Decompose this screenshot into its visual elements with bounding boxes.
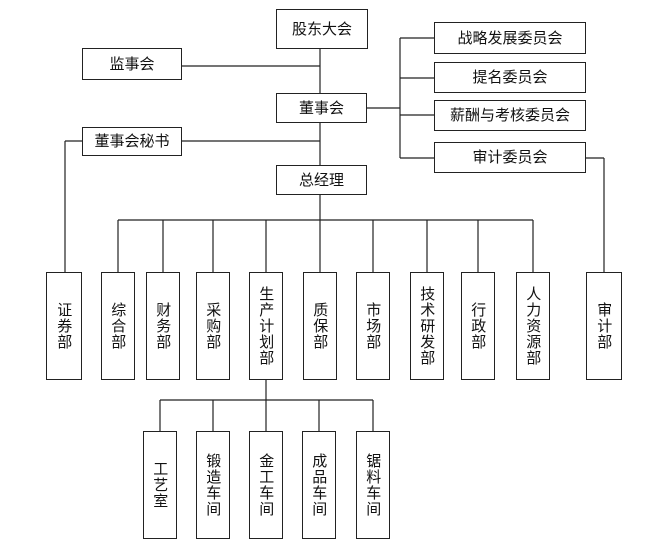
dept-market-label: 市场部 [364, 302, 383, 350]
shareholders-label: 股东大会 [291, 19, 352, 38]
dept-purchasing-label: 采购部 [204, 302, 223, 350]
nomination-committee-label: 提名委员会 [472, 68, 548, 86]
audit-committee-box: 审计委员会 [434, 142, 586, 173]
dept-quality-box: 质保部 [303, 272, 337, 380]
dept-admin-box: 行政部 [461, 272, 495, 380]
compensation-committee-label: 薪酬与考核委员会 [449, 106, 570, 124]
strategy-committee-label: 战略发展委员会 [457, 28, 563, 47]
dept-purchasing-box: 采购部 [196, 272, 230, 380]
board-label: 董事会 [298, 98, 344, 117]
dept-tech-box: 技术研发部 [410, 272, 444, 380]
dept-general-box: 综合部 [101, 272, 135, 380]
dept-general-label: 综合部 [109, 302, 128, 350]
dept-securities-box: 证券部 [46, 272, 82, 380]
dept-finance-box: 财务部 [146, 272, 180, 380]
supervisory-board-box: 监事会 [82, 48, 182, 80]
workshop-sawing-box: 锯料车间 [356, 431, 390, 539]
dept-tech-label: 技术研发部 [418, 286, 437, 366]
workshop-finished-label: 成品车间 [310, 453, 329, 517]
dept-admin-label: 行政部 [469, 302, 488, 350]
dept-hr-box: 人力资源部 [516, 272, 550, 380]
nomination-committee-box: 提名委员会 [434, 62, 586, 93]
board-secretary-box: 董事会秘书 [82, 127, 182, 156]
workshop-finished-box: 成品车间 [302, 431, 336, 539]
general-manager-box: 总经理 [276, 165, 367, 195]
workshop-forging-label: 锻造车间 [204, 453, 223, 517]
dept-market-box: 市场部 [356, 272, 390, 380]
workshop-sawing-label: 锯料车间 [364, 453, 383, 517]
shareholders-box: 股东大会 [276, 9, 368, 49]
workshop-metalwork-label: 金工车间 [257, 453, 276, 517]
dept-audit-box: 审计部 [586, 272, 622, 380]
board-box: 董事会 [276, 93, 367, 123]
audit-committee-label: 审计委员会 [472, 148, 548, 166]
dept-production-label: 生产计划部 [257, 286, 276, 366]
dept-production-box: 生产计划部 [249, 272, 283, 380]
general-manager-label: 总经理 [298, 170, 344, 189]
compensation-committee-box: 薪酬与考核委员会 [434, 100, 586, 131]
dept-audit-label: 审计部 [595, 302, 614, 350]
supervisory-board-label: 监事会 [109, 54, 155, 73]
workshop-forging-box: 锻造车间 [196, 431, 230, 539]
dept-hr-label: 人力资源部 [524, 286, 543, 366]
dept-securities-label: 证券部 [55, 302, 74, 350]
board-secretary-label: 董事会秘书 [94, 132, 170, 150]
dept-finance-label: 财务部 [154, 302, 173, 350]
workshop-metalwork-box: 金工车间 [249, 431, 283, 539]
strategy-committee-box: 战略发展委员会 [434, 22, 586, 54]
dept-quality-label: 质保部 [311, 302, 330, 350]
workshop-process-label: 工艺室 [151, 461, 170, 509]
workshop-process-box: 工艺室 [143, 431, 177, 539]
